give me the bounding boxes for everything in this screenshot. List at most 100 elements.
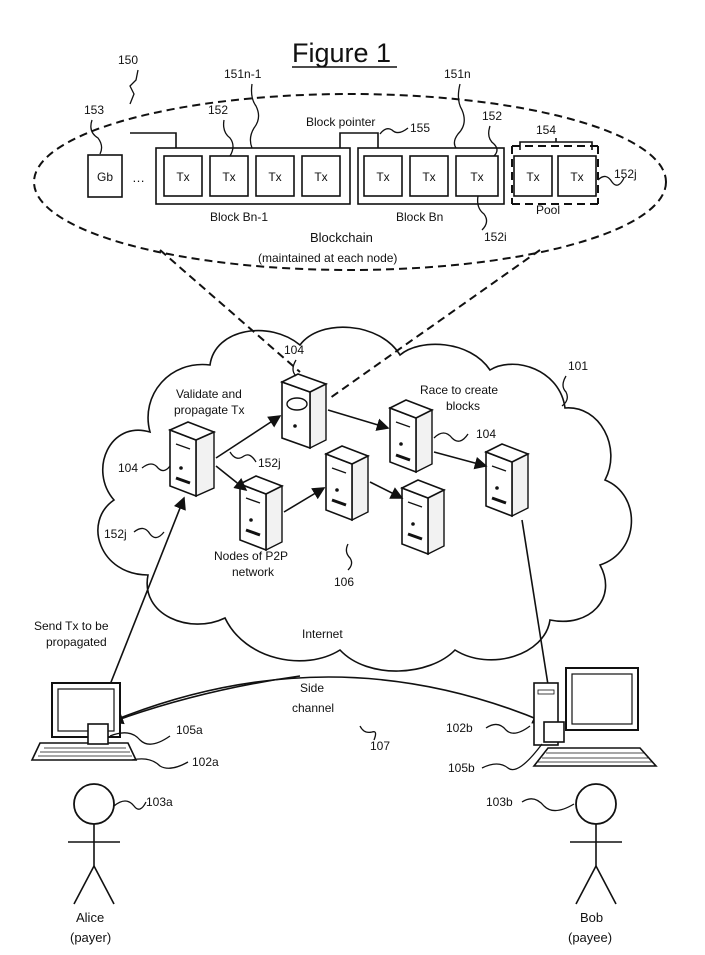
- nodes-line1: Nodes of P2P: [214, 549, 288, 563]
- ref-node-right: 104: [476, 427, 496, 441]
- arrow-left-to-midbottom: [216, 466, 246, 490]
- ref-152j-left-leader: [134, 528, 164, 537]
- tx-label: Tx: [176, 170, 189, 184]
- ref-side: 107: [370, 739, 390, 753]
- ref-network-leader: [562, 376, 567, 406]
- tx-label: Tx: [268, 170, 281, 184]
- ref-103a-leader: [114, 801, 146, 809]
- ref-pointer: 155: [410, 121, 430, 135]
- ref-blockchain-leader: [130, 70, 138, 104]
- ref-genesis-leader: [91, 120, 102, 154]
- bob-name: Bob: [580, 910, 603, 925]
- block-pointer: [340, 133, 378, 148]
- ref-block-cur-leader: [454, 84, 464, 148]
- ref-node-top: 104: [284, 343, 304, 357]
- ref-103b-leader: [522, 799, 574, 811]
- arrow-right-to-farright: [434, 452, 486, 466]
- ref-p2p: 106: [334, 575, 354, 589]
- zoom-line-right: [330, 250, 540, 398]
- tx-label: Tx: [314, 170, 327, 184]
- block-bn-1-label: Block Bn-1: [210, 210, 268, 224]
- ref-102b-leader: [486, 724, 530, 733]
- side-line2: channel: [292, 701, 334, 715]
- server-node-center[interactable]: [326, 446, 368, 520]
- tx-label: Tx: [222, 170, 235, 184]
- ref-103b: 103b: [486, 795, 513, 809]
- ref-block-cur: 151n: [444, 67, 471, 81]
- alice-laptop[interactable]: [32, 683, 136, 760]
- side-channel-arrow-left: [112, 676, 300, 722]
- block-bn-label: Block Bn: [396, 210, 443, 224]
- ref-genesis: 153: [84, 103, 104, 117]
- ref-105b-leader: [482, 744, 542, 770]
- ref-node-left-leader: [142, 464, 170, 471]
- send-line2: propagated: [46, 635, 107, 649]
- server-node-left[interactable]: [170, 422, 214, 496]
- bob-wallet[interactable]: [544, 722, 564, 742]
- tx-label: Tx: [470, 170, 483, 184]
- server-node-right[interactable]: [390, 400, 432, 472]
- chain-ellipsis: …: [132, 170, 145, 185]
- ref-102b: 102b: [446, 721, 473, 735]
- tx-label: Tx: [376, 170, 389, 184]
- ref-102a-leader: [132, 759, 188, 768]
- pointer-label: Block pointer: [306, 115, 375, 129]
- genesis-label: Gb: [97, 170, 113, 184]
- alice-name: Alice: [76, 910, 104, 925]
- ref-side-leader: [360, 726, 376, 740]
- side-line1: Side: [300, 681, 324, 695]
- link-node-to-bob: [522, 520, 552, 710]
- ref-103a: 103a: [146, 795, 173, 809]
- figure-title: Figure 1: [292, 38, 391, 68]
- ref-node-top-leader: [293, 360, 296, 376]
- ref-tx-b: 152: [482, 109, 502, 123]
- internet-label: Internet: [302, 627, 343, 641]
- server-node-mid-bottom[interactable]: [240, 476, 282, 550]
- validate-line1: Validate and: [176, 387, 242, 401]
- side-channel-arc: [110, 677, 544, 722]
- ref-block-prev-leader: [250, 84, 258, 148]
- ref-152j-mid-leader: [230, 452, 256, 462]
- server-node-lower-right[interactable]: [402, 480, 444, 554]
- ref-105a: 105a: [176, 723, 203, 737]
- server-node-top[interactable]: [282, 374, 326, 448]
- tx-label: Tx: [526, 170, 539, 184]
- ref-102a: 102a: [192, 755, 219, 769]
- ref-tx-j-pool: 152j: [614, 167, 637, 181]
- race-line1: Race to create: [420, 383, 498, 397]
- ref-blockchain: 150: [118, 53, 138, 67]
- ref-tx-i: 152i: [484, 230, 507, 244]
- blockchain-label: Blockchain: [310, 230, 373, 245]
- ref-pool: 154: [536, 123, 556, 137]
- arrow-midbottom-to-center: [284, 488, 324, 512]
- alice-role: (payer): [70, 930, 111, 945]
- bob-role: (payee): [568, 930, 612, 945]
- ref-152j-left: 152j: [104, 527, 127, 541]
- alice-wallet[interactable]: [88, 724, 108, 744]
- ref-pointer-leader: [380, 128, 408, 134]
- zoom-line-left: [160, 250, 300, 372]
- send-line1: Send Tx to be: [34, 619, 109, 633]
- alice-figure: [68, 784, 120, 904]
- bob-computer[interactable]: [534, 668, 656, 766]
- ref-node-right-leader: [434, 433, 468, 441]
- ref-node-left: 104: [118, 461, 138, 475]
- ref-152j-mid: 152j: [258, 456, 281, 470]
- race-line2: blocks: [446, 399, 480, 413]
- pointer-stub-left: [130, 133, 176, 148]
- blockchain-sublabel: (maintained at each node): [258, 251, 397, 265]
- tx-label: Tx: [422, 170, 435, 184]
- arrow-center-to-lowerright: [370, 482, 402, 498]
- server-node-far-right[interactable]: [486, 444, 528, 516]
- bob-figure: [570, 784, 622, 904]
- ref-network: 101: [568, 359, 588, 373]
- arrow-left-to-top: [216, 416, 280, 458]
- tx-label: Tx: [570, 170, 583, 184]
- ref-tx-a: 152: [208, 103, 228, 117]
- pool-label: Pool: [536, 203, 560, 217]
- validate-line2: propagate Tx: [174, 403, 245, 417]
- nodes-line2: network: [232, 565, 275, 579]
- ref-p2p-leader: [346, 544, 351, 570]
- arrow-top-to-right: [328, 410, 388, 428]
